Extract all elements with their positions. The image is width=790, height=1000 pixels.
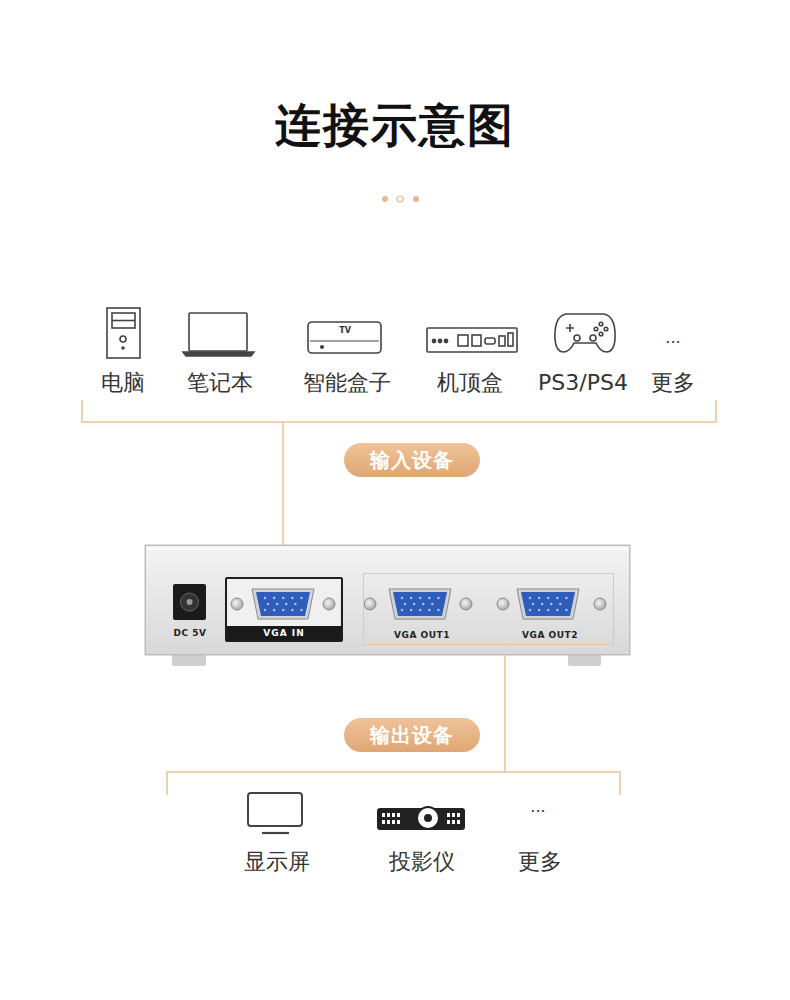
device-label: 电脑 (101, 372, 145, 394)
input-icons (107, 308, 615, 358)
title: 连接示意图 (275, 102, 515, 148)
device-label: 机顶盒 (437, 372, 503, 394)
title-dots (382, 196, 419, 202)
category-pill: 输入设备 (344, 443, 480, 477)
device-label: 显示屏 (244, 851, 310, 873)
device-label: 笔记本 (187, 372, 253, 394)
port-panel: VGA IN (225, 577, 343, 642)
output-icons (248, 793, 465, 833)
port-label: VGA OUT2 (522, 631, 578, 640)
device-label: 投影仪 (389, 851, 455, 873)
bracket-lines (82, 400, 716, 795)
icon-text: TV (339, 327, 351, 335)
more-dots: ... (530, 799, 545, 815)
device-label: 更多 (651, 372, 695, 394)
category-pill: 输出设备 (344, 718, 480, 752)
more-dots: ... (665, 330, 680, 346)
port-label: DC 5V (174, 629, 207, 638)
splitter-housing (145, 545, 630, 666)
port-label: VGA OUT1 (394, 631, 450, 640)
device-label: 更多 (518, 851, 562, 873)
device-label: 智能盒子 (303, 372, 391, 394)
port-group: VGA OUT1 VGA OUT2 (363, 573, 614, 645)
device-housing: DC 5V VGA IN VGA OUT1 VGA OUT2 (145, 545, 630, 655)
device-label: PS3/PS4 (538, 372, 628, 394)
pill-label: 输出设备 (370, 725, 454, 745)
vga-ports (231, 589, 606, 619)
port-label: VGA IN (227, 626, 341, 640)
pill-label: 输入设备 (370, 450, 454, 470)
